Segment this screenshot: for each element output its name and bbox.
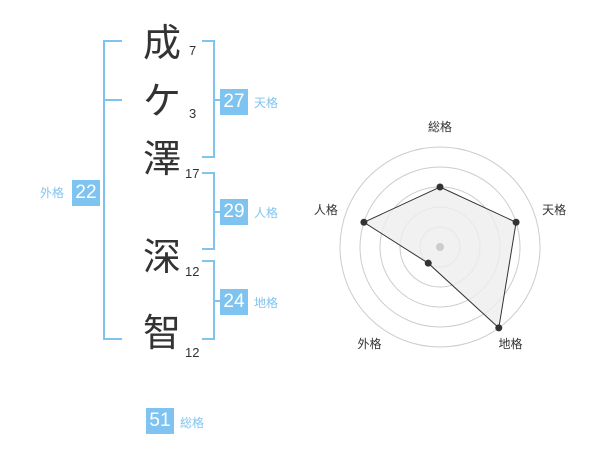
radar-label-soukaku: 総格 bbox=[428, 119, 452, 134]
radar-label-chikaku: 地格 bbox=[498, 336, 522, 351]
stroke-count-5: 12 bbox=[185, 345, 200, 360]
tenkaku-label: 天格 bbox=[254, 96, 279, 110]
radar-points bbox=[360, 183, 520, 332]
stroke-count-2: 3 bbox=[189, 106, 197, 121]
stroke-count-3: 17 bbox=[185, 166, 200, 181]
name-char-1: 成 bbox=[143, 21, 182, 65]
tenkaku-bracket-bottom bbox=[202, 156, 215, 158]
radar-ring bbox=[359, 166, 521, 328]
radar-point-soukaku bbox=[436, 183, 444, 191]
radar-label-jinkaku: 人格 bbox=[314, 202, 338, 217]
name-char-3: 澤 bbox=[143, 137, 182, 181]
gaikaku-label: 外格 bbox=[40, 186, 65, 200]
soukaku-label: 総格 bbox=[180, 416, 205, 430]
radar-ring bbox=[339, 146, 541, 348]
radar-center-dot bbox=[436, 243, 444, 251]
radar-point-chikaku bbox=[495, 324, 503, 332]
radar-point-tenkaku bbox=[512, 218, 520, 226]
jinkaku-bracket-top bbox=[202, 172, 215, 174]
gaikaku-bracket-mid bbox=[103, 99, 122, 101]
chikaku-bracket-bottom bbox=[202, 338, 215, 340]
radar-point-jinkaku bbox=[360, 218, 368, 226]
chikaku-value: 24 bbox=[220, 289, 248, 315]
name-char-2: ケ bbox=[143, 79, 182, 123]
radar-chart: 総格 天格 地格 外格 人格 bbox=[314, 119, 566, 351]
jinkaku-label: 人格 bbox=[254, 206, 279, 220]
jinkaku-value: 29 bbox=[220, 199, 248, 225]
name-char-4: 深 bbox=[143, 235, 182, 279]
chikaku-bracket-top bbox=[202, 260, 215, 262]
gaikaku-value: 22 bbox=[72, 180, 100, 206]
chikaku-bracket-connector bbox=[213, 300, 221, 302]
jinkaku-bracket-bottom bbox=[202, 248, 215, 250]
soukaku-value: 51 bbox=[146, 408, 174, 434]
gaikaku-bracket-line bbox=[103, 40, 105, 340]
stroke-count-1: 7 bbox=[189, 43, 197, 58]
radar-label-gaikaku: 外格 bbox=[357, 336, 381, 351]
tenkaku-value: 27 bbox=[220, 89, 248, 115]
name-char-5: 智 bbox=[143, 311, 182, 355]
gaikaku-bracket-top bbox=[103, 40, 122, 42]
radar-label-tenkaku: 天格 bbox=[542, 202, 566, 217]
radar-point-gaikaku bbox=[424, 259, 432, 267]
chikaku-label: 地格 bbox=[254, 296, 279, 310]
jinkaku-bracket-connector bbox=[213, 211, 221, 213]
gaikaku-bracket-bottom bbox=[103, 338, 122, 340]
tenkaku-bracket-connector bbox=[213, 99, 221, 101]
tenkaku-bracket-top bbox=[202, 40, 215, 42]
stroke-count-4: 12 bbox=[185, 264, 200, 279]
radar-shape bbox=[362, 186, 517, 329]
